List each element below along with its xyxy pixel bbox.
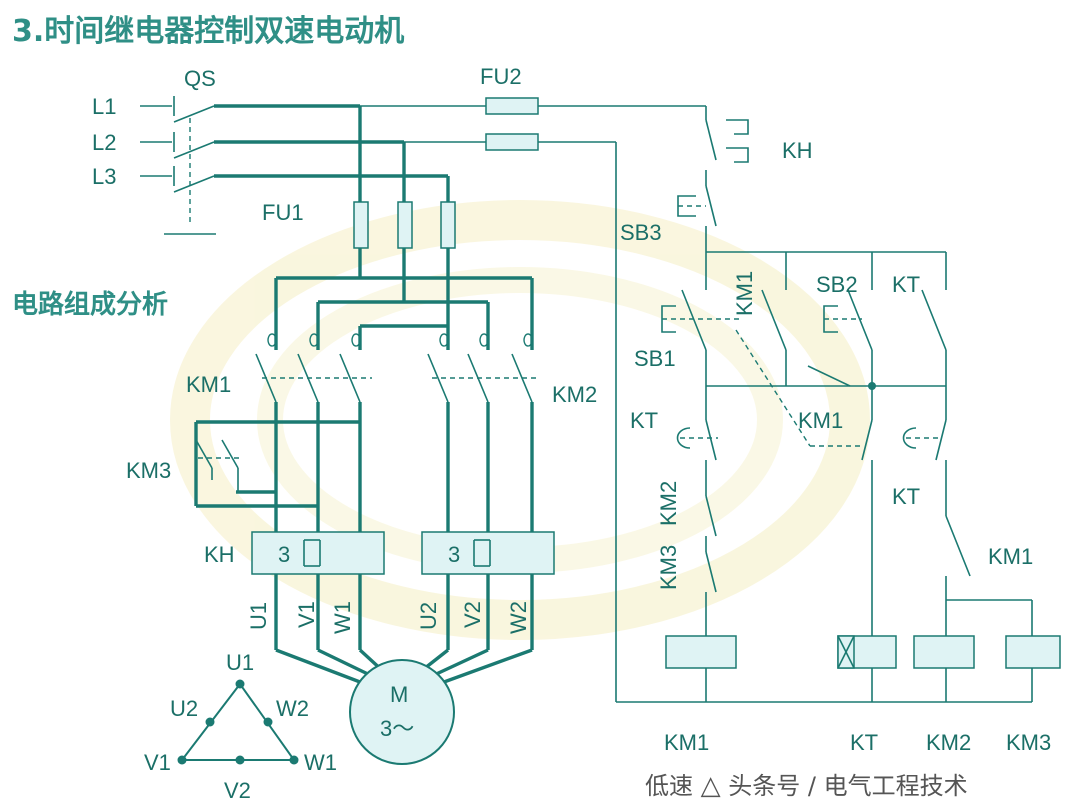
label-u1: U1: [246, 602, 271, 630]
km3-star-contacts: [194, 420, 360, 508]
label-kh-control: KH: [782, 138, 813, 163]
coil-km2: [913, 635, 975, 669]
label-km1-main: KM1: [186, 372, 231, 397]
label-tri-w1: W1: [304, 750, 337, 775]
label-km1-mid: KM1: [798, 408, 843, 433]
control-circuit: [360, 97, 1061, 703]
kh-thermal-relay-1: [251, 531, 385, 575]
label-l2: L2: [92, 130, 116, 155]
coil-kt: [837, 635, 897, 669]
label-sb1: SB1: [634, 346, 676, 371]
label-kh-main: KH: [204, 542, 235, 567]
label-km3-interlock: KM3: [656, 545, 681, 590]
label-motor-m: M: [390, 682, 408, 707]
label-tri-v2: V2: [224, 778, 251, 803]
km1-main-contacts: [255, 353, 372, 403]
label-sb3: SB3: [620, 220, 662, 245]
watermark-caption: 低速 △ 头条号 / 电气工程技术: [645, 766, 968, 801]
label-qs: QS: [184, 66, 216, 91]
label-v1: V1: [294, 601, 319, 628]
coil-km1: [665, 635, 737, 669]
coil-km3: [1005, 635, 1061, 669]
label-coil-km2: KM2: [926, 730, 971, 755]
label-tri-v1: V1: [144, 750, 171, 775]
label-w1: W1: [330, 601, 355, 634]
label-coil-kt: KT: [850, 730, 878, 755]
label-fu1: FU1: [262, 200, 304, 225]
label-l1: L1: [92, 94, 116, 119]
label-tri-u2: U2: [170, 696, 198, 721]
label-l3: L3: [92, 164, 116, 189]
label-kh2-num: 3: [448, 542, 460, 567]
label-u2: U2: [416, 602, 441, 630]
label-fu2: FU2: [480, 64, 522, 89]
page-title: 3.时间继电器控制双速电动机: [12, 14, 405, 49]
label-v2: V2: [460, 601, 485, 628]
label-km2-interlock: KM2: [656, 481, 681, 526]
delta-connection-diagram: [177, 679, 299, 765]
watermark-text: 头条号 / 电气工程技术: [728, 772, 968, 800]
watermark-prefix: 低速: [645, 772, 693, 800]
label-tri-w2: W2: [276, 696, 309, 721]
label-sb2: SB2: [816, 272, 858, 297]
label-km1-ctrl-contact: KM1: [732, 271, 757, 316]
power-circuit: [140, 96, 555, 765]
label-kt-left: KT: [630, 408, 658, 433]
label-w2: W2: [506, 601, 531, 634]
labels-layer: QS FU2 L1 L2 L3 FU1 KH SB3 SB2 KT SB1 KM…: [92, 64, 1051, 803]
label-coil-km3: KM3: [1006, 730, 1051, 755]
label-km3-main: KM3: [126, 458, 171, 483]
label-motor-phase: 3～: [380, 716, 414, 741]
label-coil-km1: KM1: [664, 730, 709, 755]
km2-main-contacts: [427, 353, 540, 403]
label-km1-nc: KM1: [988, 544, 1033, 569]
label-km2-main: KM2: [552, 382, 597, 407]
motor-symbol: [349, 659, 455, 765]
label-kh1-num: 3: [278, 542, 290, 567]
label-kt-right: KT: [892, 484, 920, 509]
section-subtitle: 电路组成分析: [12, 290, 169, 320]
delta-symbol-icon: △: [700, 771, 721, 801]
label-kt-top: KT: [892, 272, 920, 297]
label-tri-u1: U1: [226, 650, 254, 675]
kh-thermal-relay-2: [421, 531, 555, 575]
